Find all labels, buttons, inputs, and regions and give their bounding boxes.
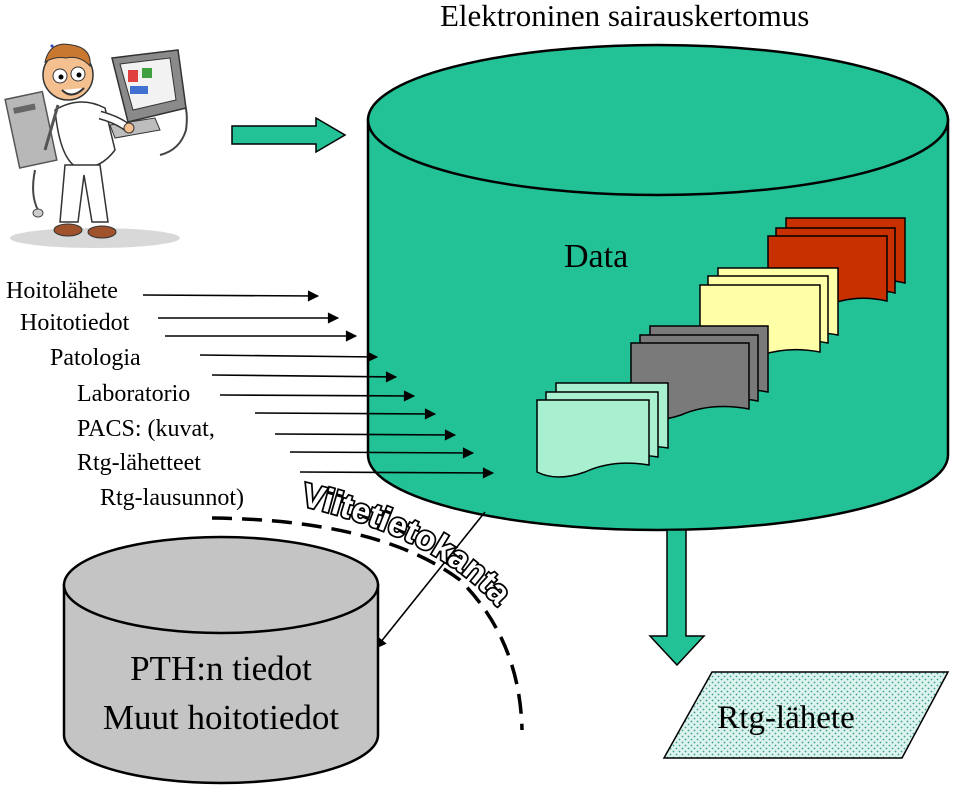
input-source-label: Laboratorio [77, 381, 190, 407]
archive-label-line1: PTH:n tiedot [130, 649, 312, 688]
input-arrow [199, 351, 379, 363]
diagram-title: Elektroninen sairauskertomus [440, 0, 809, 33]
input-arrow [274, 429, 457, 441]
input-source-label: Rtg-lausunnot) [100, 485, 244, 511]
computer-user-icon [4, 43, 188, 248]
output-label: Rtg-lähete [717, 700, 854, 736]
right-arrow-icon [231, 116, 347, 154]
input-source-label: PACS: (kuvat, [77, 416, 215, 442]
archive-link-arrow [375, 511, 486, 649]
down-arrow-icon [648, 529, 706, 667]
input-source-label: Patologia [50, 345, 141, 371]
input-arrow [211, 371, 398, 383]
database-label: Data [564, 238, 628, 275]
archive-database [62, 535, 380, 785]
input-arrow [254, 408, 437, 420]
input-source-label: Rtg-lähetteet [77, 450, 201, 476]
input-arrow [142, 290, 320, 302]
reference-boundary [211, 516, 524, 731]
input-arrow [289, 447, 475, 459]
input-arrow [219, 390, 416, 402]
input-arrow [299, 467, 495, 479]
output-document [662, 671, 950, 759]
document-stack-mint [536, 382, 669, 478]
archive-label-line2: Muut hoitotiedot [103, 698, 340, 737]
input-source-label: Hoitolähete [6, 278, 118, 304]
document-stack-gray [630, 325, 769, 421]
input-source-label: Hoitotiedot [20, 310, 130, 336]
